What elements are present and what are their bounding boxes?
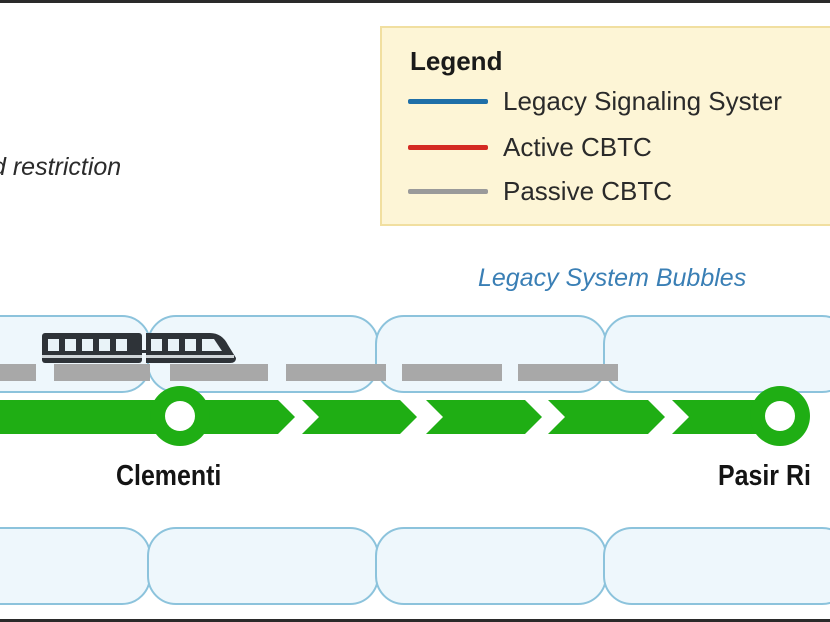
bubble-row-bottom [0, 527, 830, 605]
station-label-clementi: Clementi [116, 460, 222, 492]
passive-track-segment [0, 364, 36, 381]
legacy-bubble [375, 527, 607, 605]
passive-track-segment [402, 364, 502, 381]
direction-chevron [426, 400, 542, 434]
train-window [82, 339, 93, 351]
train-window [185, 339, 196, 351]
train-window [151, 339, 162, 351]
train-stripe [42, 355, 142, 358]
legacy-bubble [0, 527, 151, 605]
legend-item-passive-cbtc: Passive CBTC [408, 176, 830, 206]
legend-label: Active CBTC [503, 132, 652, 162]
passive-cbtc-track [0, 364, 618, 381]
passive-track-segment [54, 364, 150, 381]
train-window [65, 339, 76, 351]
top-border [0, 0, 830, 3]
passive-track-segment [518, 364, 618, 381]
station-center [765, 401, 795, 431]
train-line [0, 400, 787, 434]
speed-restriction-note: d restriction [0, 153, 122, 181]
legacy-bubble [147, 527, 379, 605]
legacy-bubble [603, 315, 830, 393]
legend-label: Legacy Signaling Syster [503, 86, 782, 116]
station-marker-clementi [150, 386, 210, 446]
station-marker-pasir-ris [750, 386, 810, 446]
train-window [48, 339, 59, 351]
legacy-system-bubbles-title: Legacy System Bubbles [478, 264, 747, 292]
legacy-bubble [603, 527, 830, 605]
legacy-signaling-swatch [408, 99, 488, 104]
passive-track-segment [286, 364, 386, 381]
station-center [165, 401, 195, 431]
active-cbtc-swatch [408, 145, 488, 150]
train-window [116, 339, 127, 351]
legend-item-active-cbtc: Active CBTC [408, 132, 830, 162]
train-window [99, 339, 110, 351]
station-label-pasir-ris: Pasir Ri [718, 460, 811, 492]
train-coupler [140, 350, 148, 353]
bottom-border [0, 619, 830, 622]
passive-cbtc-swatch [408, 189, 488, 194]
train-windshield [202, 339, 222, 351]
legend-label: Passive CBTC [503, 176, 673, 206]
passive-track-segment [170, 364, 268, 381]
stations [150, 386, 810, 446]
train-icon [42, 333, 236, 363]
direction-chevron [302, 400, 417, 434]
legend-box: Legend Legacy Signaling Syster Active CB… [380, 26, 830, 226]
line-segment [0, 400, 165, 434]
legend-item-legacy-signaling: Legacy Signaling Syster [408, 86, 830, 116]
train-window [168, 339, 179, 351]
legend-title: Legend [410, 46, 503, 76]
train-stripe [146, 355, 234, 358]
direction-chevron [548, 400, 665, 434]
